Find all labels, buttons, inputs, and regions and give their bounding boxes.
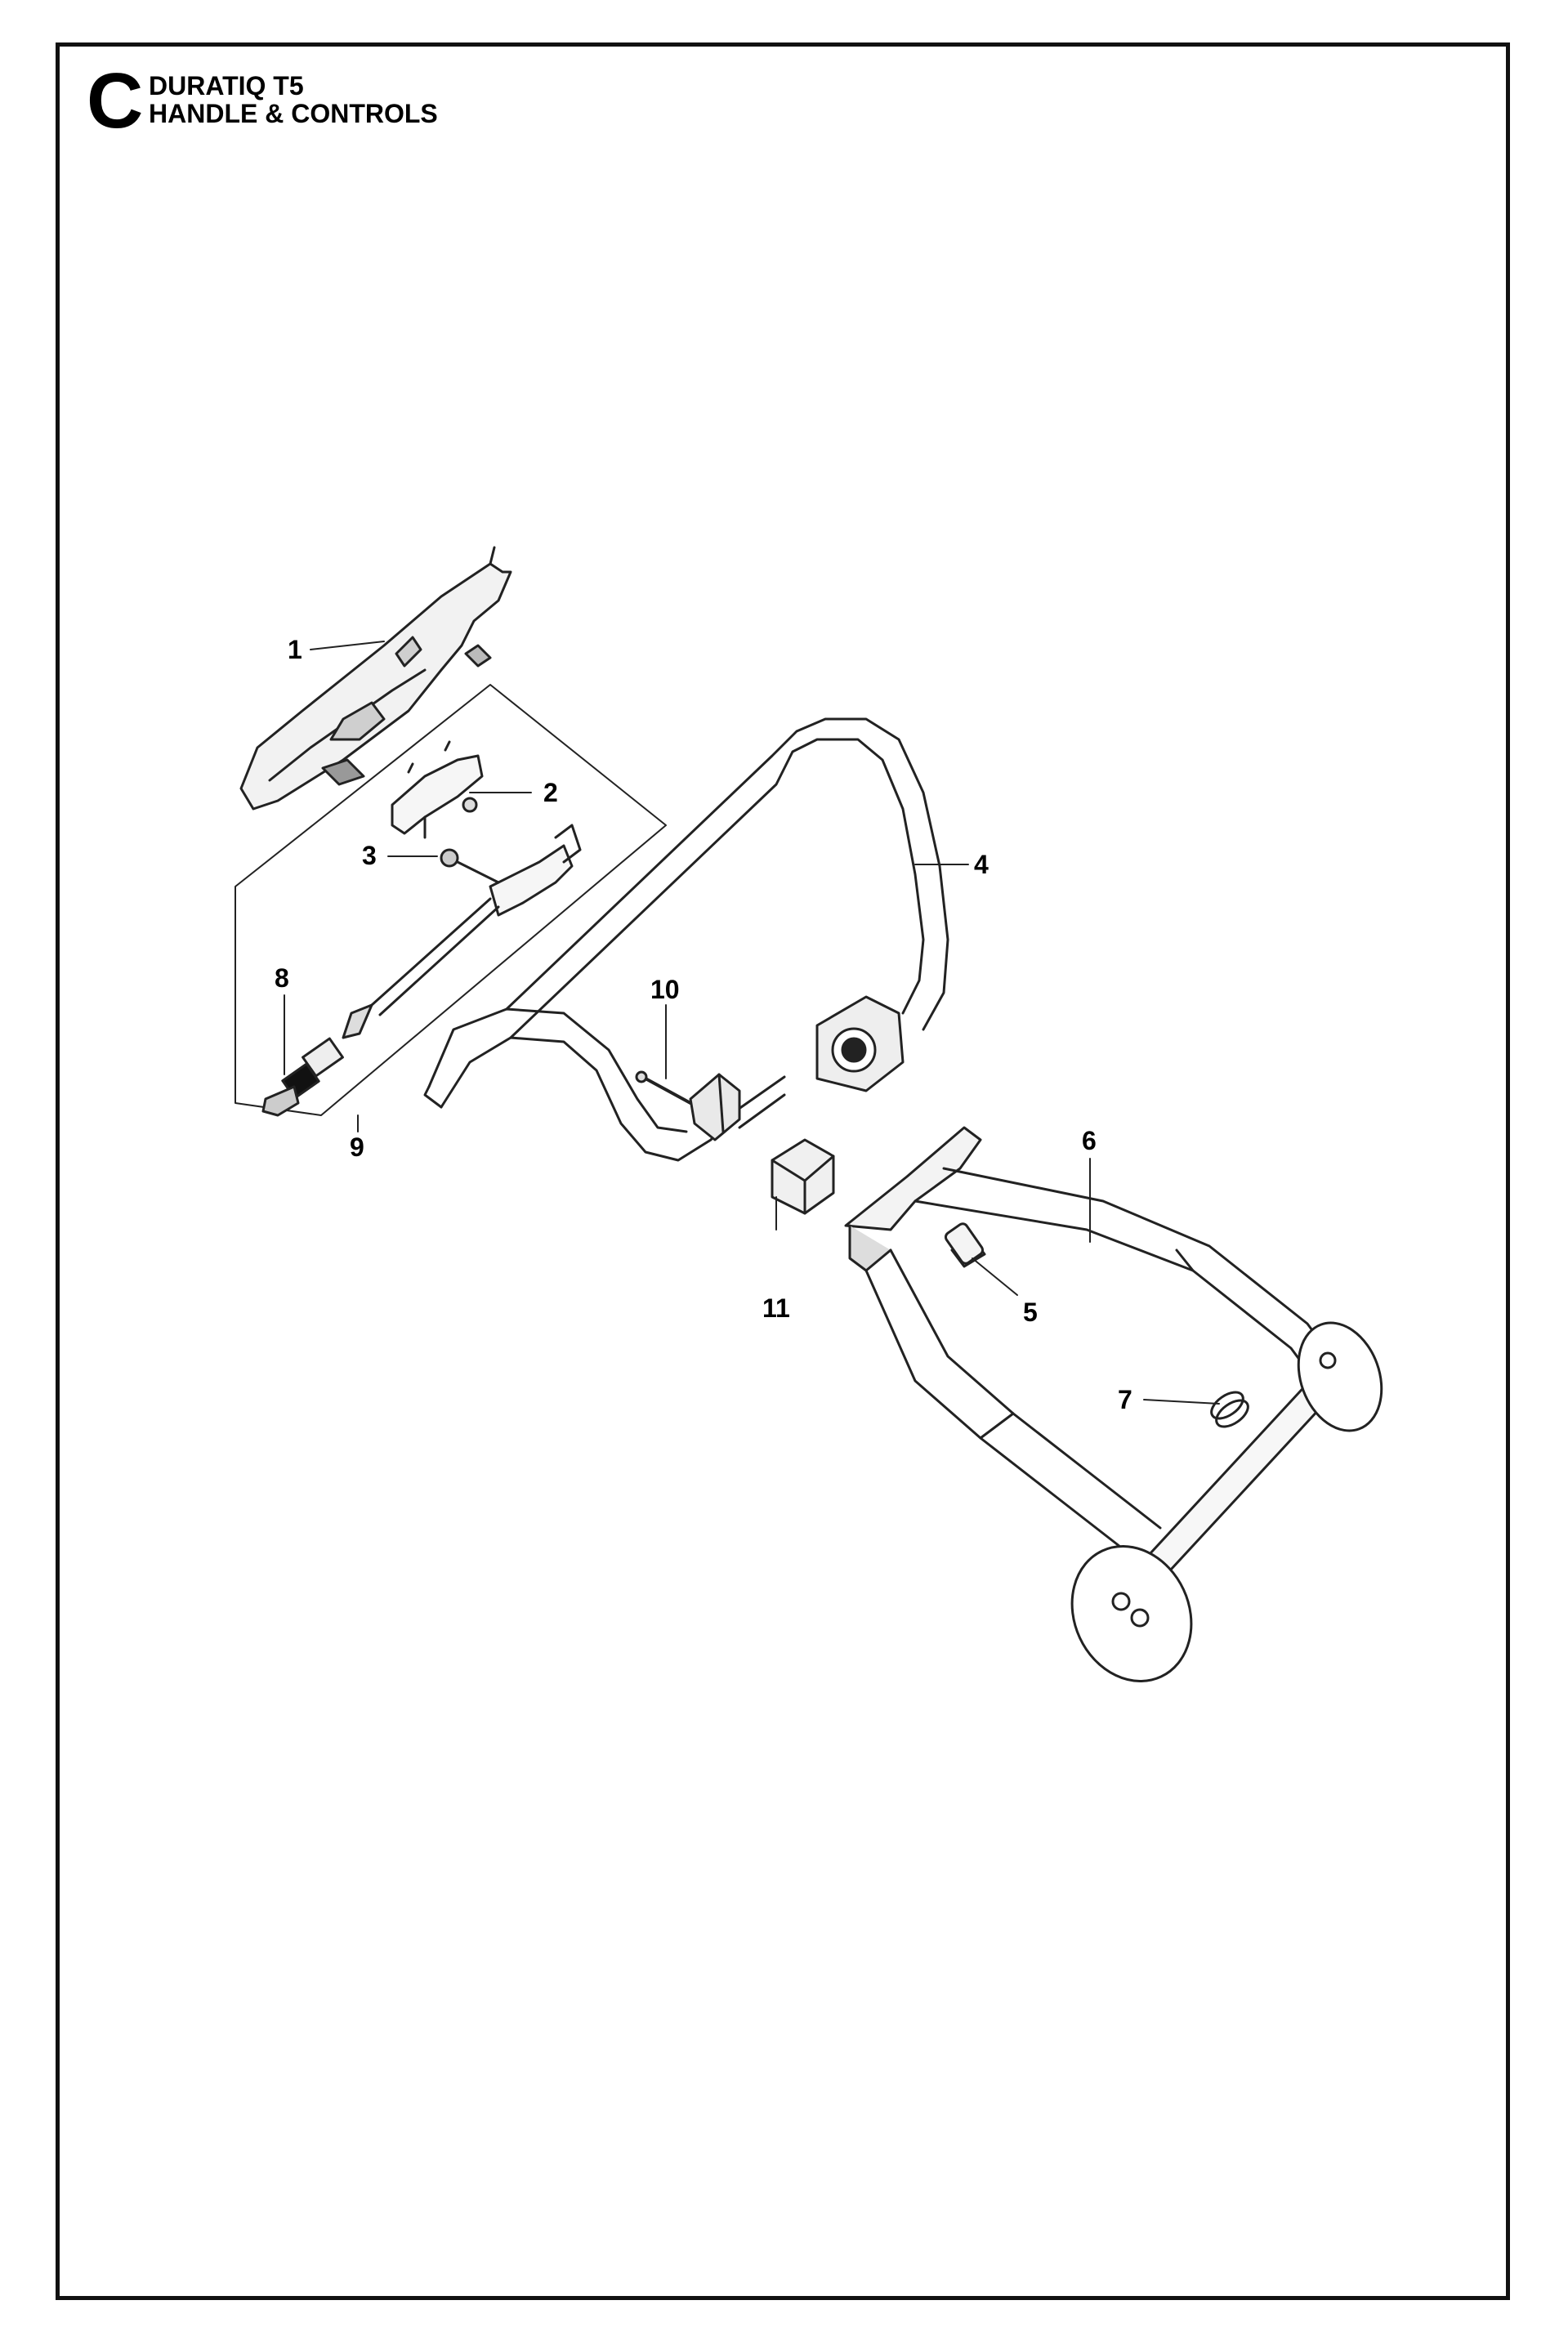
callout-7: 7 [1118,1385,1132,1414]
callout-2: 2 [543,778,558,807]
bracket-part [391,740,484,839]
callout-10: 10 [650,975,680,1004]
callout-8: 8 [275,963,289,993]
page-frame [56,42,1510,2300]
callout-11: 11 [762,1293,790,1323]
leader-lines [284,641,1220,1405]
trolley-frame-part [844,1126,1383,1683]
clamp-knob-part [635,1070,741,1141]
lever-plate-part [440,824,582,917]
callout-1: 1 [288,635,302,664]
bushing-part [944,1222,986,1268]
section-title: HANDLE & CONTROLS [149,99,438,128]
callout-4: 4 [974,850,989,879]
callout-9: 9 [350,1132,364,1162]
control-housing-part [239,546,512,811]
model-name: DURATIQ T5 [149,71,304,100]
kit-outline [235,684,667,1116]
section-letter: C [87,57,144,145]
control-rod-part [261,897,500,1117]
callout-6: 6 [1082,1126,1097,1155]
callout-5: 5 [1023,1298,1038,1327]
clamp-block-part [771,1138,835,1215]
callout-3: 3 [362,841,377,870]
washer-part [1210,1391,1249,1428]
handle-bar-part [423,717,949,1162]
